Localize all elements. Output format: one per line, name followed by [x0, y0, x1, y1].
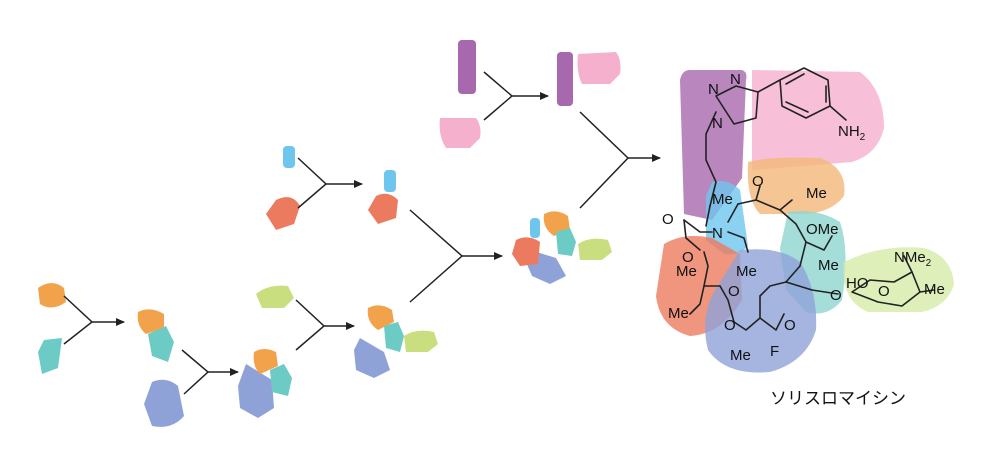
- region-peach: [747, 157, 845, 214]
- molecule-atom-labels: N N N NH2 Me O Me N O O OMe Me Me Me O M…: [662, 71, 945, 364]
- fragment-teal: [38, 338, 62, 374]
- fragment-group-step3b-product: [354, 305, 438, 378]
- fragment-lime: [404, 330, 438, 352]
- fork-arrow-2: [181, 349, 239, 395]
- molecule-bonds: [683, 67, 935, 331]
- molecule-highlights: [656, 70, 954, 373]
- atom-o-ketone: O: [752, 173, 764, 190]
- fragment-sky: [384, 170, 396, 192]
- atom-me-left: Me: [676, 263, 697, 280]
- atom-me-mid: Me: [736, 263, 757, 280]
- atom-o-ring: O: [682, 249, 694, 266]
- atom-nme2: NMe2: [894, 249, 932, 269]
- atom-o-ketone2: O: [724, 317, 736, 334]
- fragment-blue: [238, 364, 274, 418]
- atom-o-carbamate: O: [662, 211, 674, 228]
- fork-arrow-6: [483, 71, 549, 121]
- fragment-purple: [557, 52, 573, 106]
- fragment-salmon: [368, 193, 398, 224]
- atom-me-ketone: Me: [806, 185, 827, 202]
- fragment-orange: [38, 283, 66, 308]
- fragment-teal: [556, 228, 576, 256]
- atom-ho: HO: [846, 275, 869, 292]
- fragment-teal: [148, 326, 174, 362]
- atom-o-ester: O: [728, 283, 740, 300]
- reaction-arrows: [63, 71, 661, 395]
- fragment-salmon: [512, 237, 540, 266]
- fragment-sky: [530, 218, 540, 238]
- fragment-sky: [283, 146, 295, 168]
- molecule-name: ソリスロマイシン: [770, 389, 906, 409]
- fragment-group-step5: [439, 40, 481, 148]
- region-purple: [680, 70, 747, 220]
- atom-n-carbamate: N: [712, 225, 723, 242]
- atom-n2: N: [730, 71, 741, 88]
- fragment-purple: [458, 40, 476, 94]
- atom-n3: N: [712, 115, 723, 132]
- fragment-salmon: [266, 197, 300, 230]
- atom-me-sugar: Me: [924, 281, 945, 298]
- atom-o-sugar: O: [878, 283, 890, 300]
- fragment-pink: [439, 118, 481, 148]
- fragment-teal: [270, 364, 292, 396]
- fragment-orange: [543, 211, 570, 236]
- fragment-group-step5-product: [557, 52, 621, 106]
- fragment-pink: [577, 52, 621, 84]
- fragment-group-step1: [38, 283, 66, 374]
- atom-me-f: Me: [730, 347, 751, 364]
- fork-arrow-4: [297, 157, 363, 209]
- atom-o-link: O: [830, 287, 842, 304]
- atom-nh2: NH2: [838, 123, 866, 143]
- fork-arrow-1: [63, 295, 125, 345]
- atom-ome: OMe: [806, 221, 839, 238]
- fragment-orange: [253, 349, 278, 374]
- atom-o-ketone3: O: [784, 317, 796, 334]
- fragment-group-step2-product: [238, 349, 292, 418]
- atom-me-ethyl: Me: [668, 305, 689, 322]
- fragment-lime: [578, 238, 612, 260]
- fork-arrow-5: [409, 209, 503, 303]
- fragment-blue: [144, 379, 184, 427]
- fragment-group-step1-product: [137, 309, 174, 362]
- fork-arrow-7: [579, 111, 661, 209]
- fragment-group-step3a: [266, 146, 300, 230]
- atom-f: F: [770, 343, 779, 360]
- fragment-group-step3a-product: [368, 170, 398, 224]
- fragment-orange: [137, 309, 164, 334]
- fragment-teal: [384, 322, 404, 352]
- atom-n1: N: [708, 81, 719, 98]
- fragment-lime: [256, 285, 294, 308]
- region-pink: [752, 70, 884, 170]
- fragment-blue: [354, 338, 390, 378]
- fragment-orange: [367, 305, 394, 330]
- fragment-group-step4-product: [512, 211, 612, 284]
- atom-me-quat1: Me: [818, 257, 839, 274]
- fork-arrow-3: [295, 299, 355, 351]
- atom-me-top: Me: [712, 191, 733, 208]
